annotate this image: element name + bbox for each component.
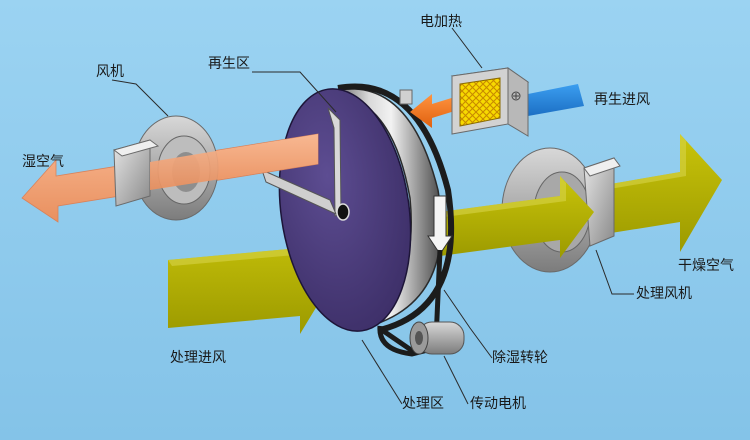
electric-heater <box>450 67 530 137</box>
leader-lines <box>111 27 634 405</box>
label-drive-motor: 传动电机 <box>470 396 526 412</box>
wet-air-arrow-front <box>150 134 318 190</box>
label-process-fan: 处理风机 <box>636 286 692 302</box>
label-fan: 风机 <box>96 64 124 80</box>
label-process-inlet-air: 处理进风 <box>170 350 226 366</box>
label-process-zone: 处理区 <box>402 396 444 412</box>
heated-air-arrow <box>399 89 458 128</box>
drive-motor <box>377 249 465 357</box>
label-regeneration-zone: 再生区 <box>208 56 250 72</box>
regen-inlet-arrow <box>528 84 584 116</box>
label-regen-inlet-air: 再生进风 <box>594 92 650 108</box>
label-wet-air: 湿空气 <box>22 154 64 170</box>
label-dry-air: 干燥空气 <box>678 258 734 274</box>
label-desiccant-wheel: 除湿转轮 <box>492 350 548 366</box>
label-electric-heater: 电加热 <box>420 14 462 30</box>
